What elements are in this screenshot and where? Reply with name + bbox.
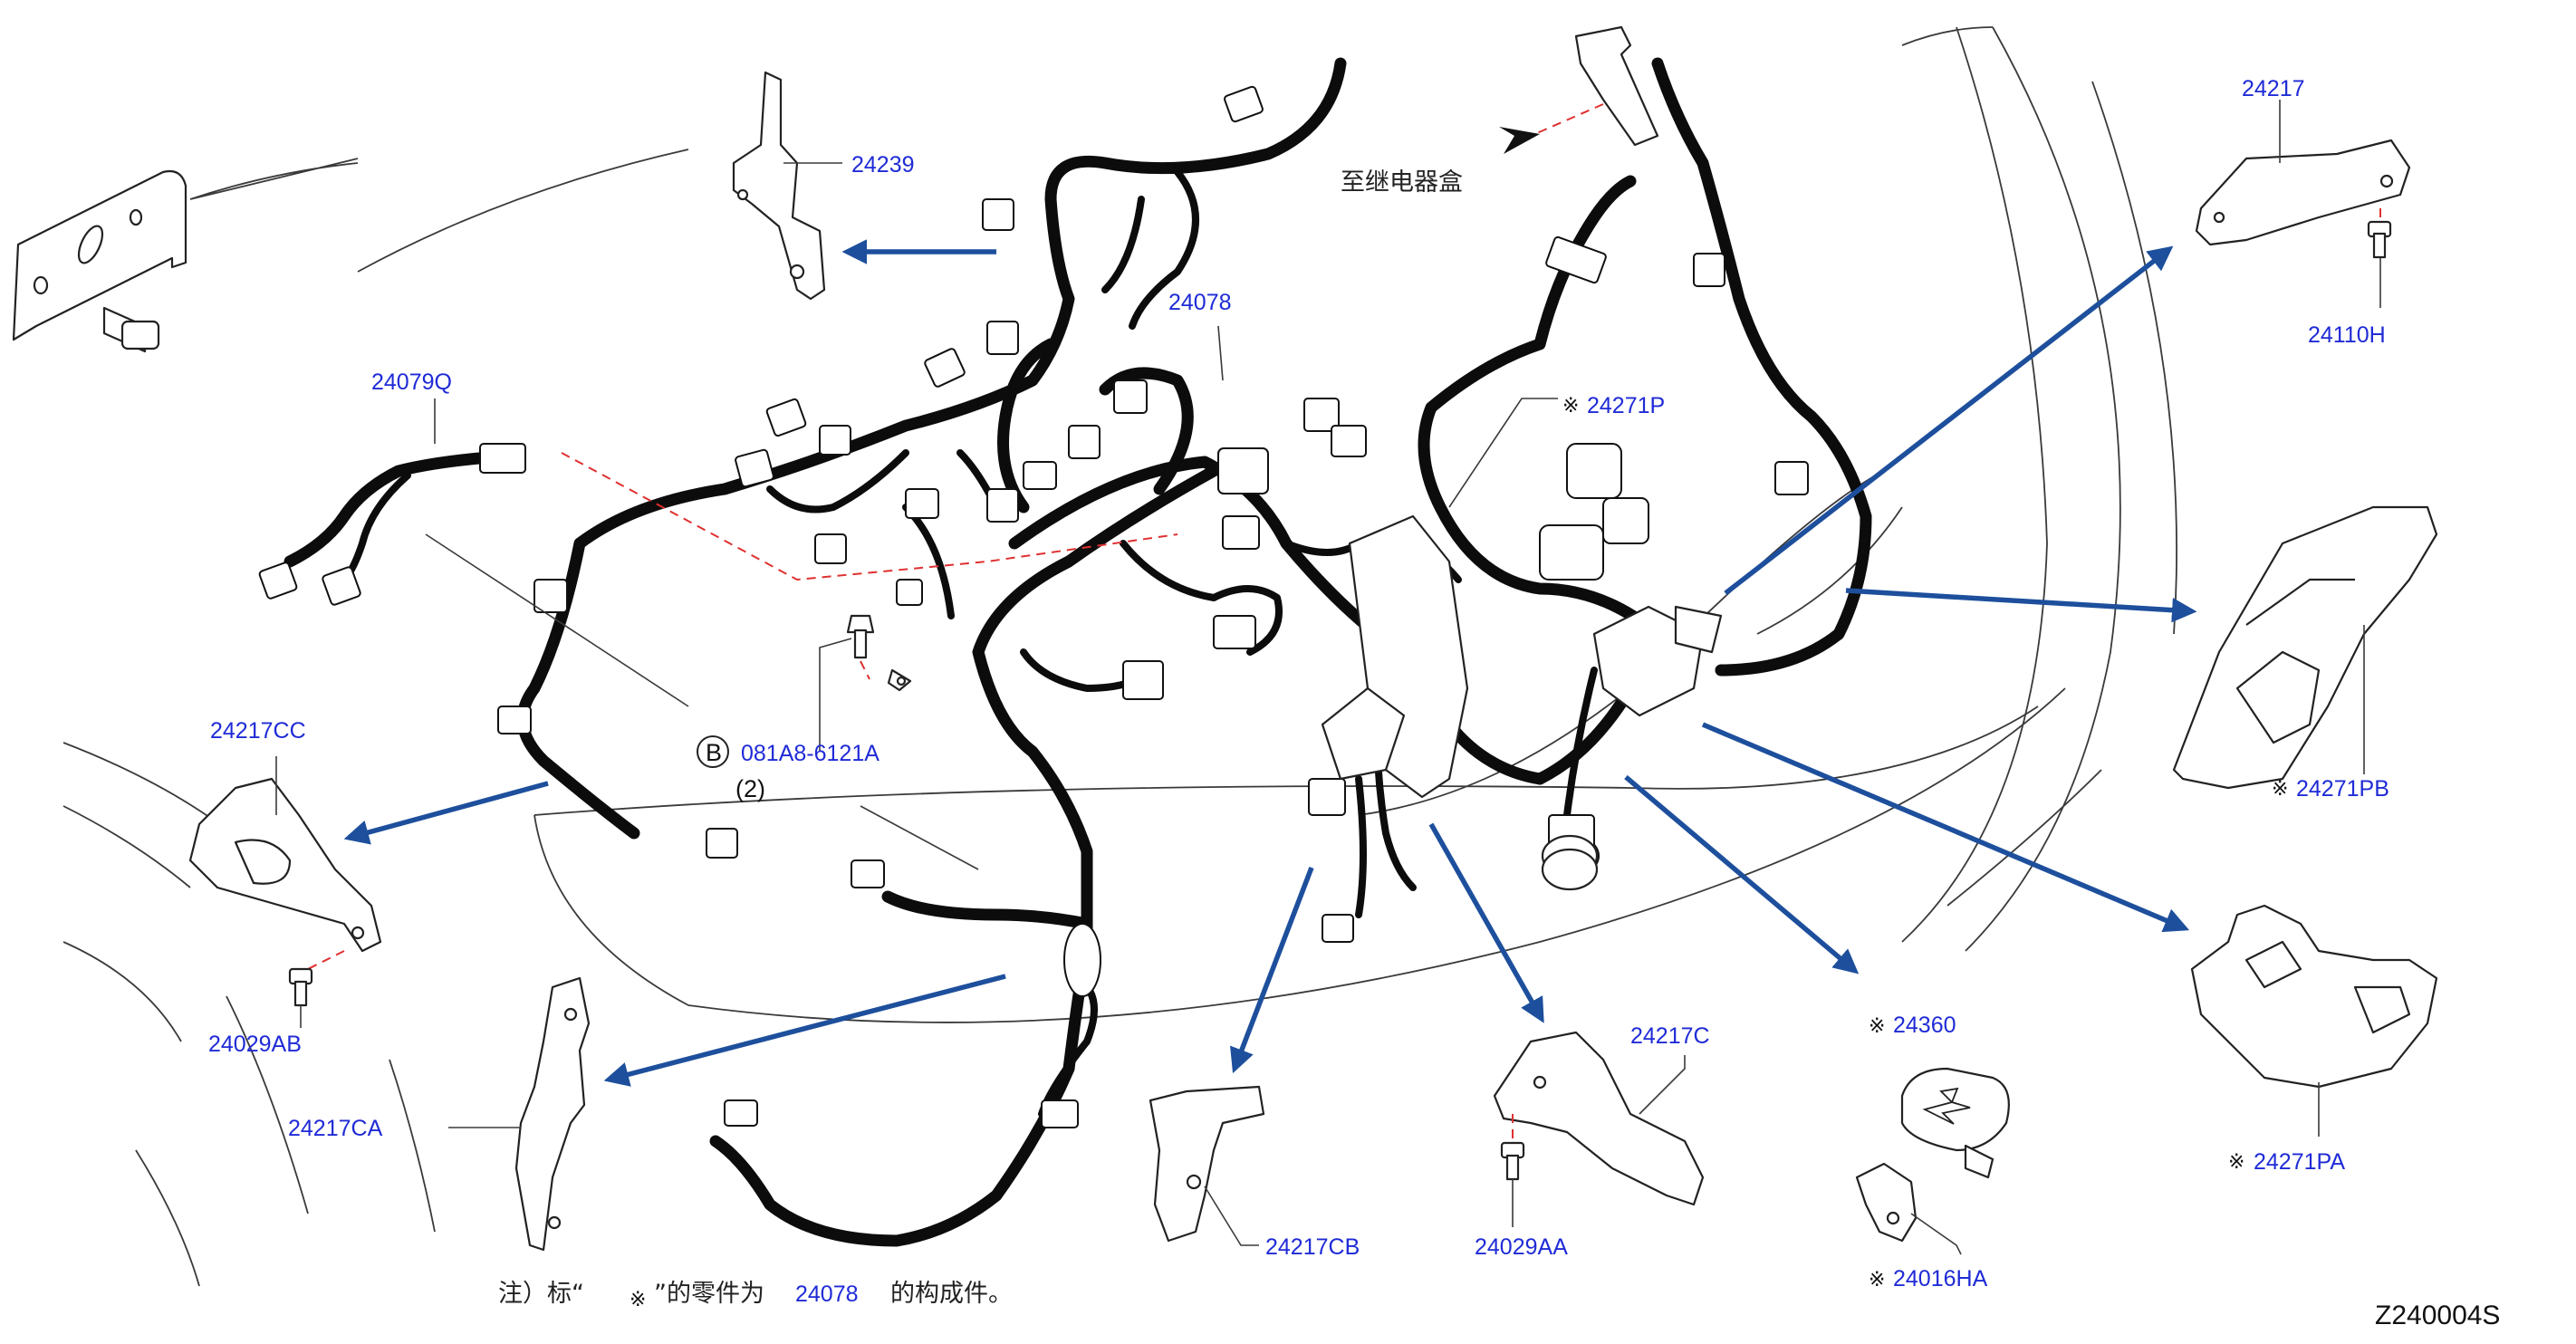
- marker-24271P: ※: [1562, 395, 1579, 418]
- arrow-to-24217: [1724, 245, 2174, 596]
- bracket-24217CC: [188, 777, 382, 1007]
- label-24271P: 24271P: [1587, 393, 1665, 418]
- bolt-081A8: [846, 614, 912, 692]
- label-24217CC: 24217CC: [210, 718, 306, 744]
- bracket-24217C: [1493, 1031, 1705, 1206]
- main-harness-24078: [516, 57, 1872, 1247]
- arrow-to-24360: [1624, 774, 1860, 974]
- note-middle: ”的零件为: [654, 1280, 764, 1308]
- junction-block-24271P: [1321, 514, 1723, 799]
- clip-24016HA: [1855, 1162, 1918, 1243]
- bracket-24239: [732, 71, 826, 301]
- figure-id: Z240004S: [2375, 1301, 2500, 1330]
- bracket-24217CB: [1149, 1085, 1265, 1243]
- arrow-to-24271PA: [1701, 722, 2190, 933]
- label-24217CB: 24217CB: [1265, 1234, 1360, 1260]
- vehicle-body-outline: [62, 26, 2177, 1287]
- label-24110H: 24110H: [2308, 322, 2386, 348]
- note-marker: ※: [630, 1289, 646, 1311]
- label-24271PA: 24271PA: [2254, 1149, 2345, 1175]
- label-24029AB: 24029AB: [208, 1032, 302, 1057]
- sub-harness-24079Q: [258, 443, 1178, 606]
- relay-box-text: 至继电器盒: [1341, 168, 1463, 197]
- label-24016HA: 24016HA: [1893, 1266, 1988, 1291]
- marker-24360: ※: [1869, 1015, 1885, 1038]
- marker-24271PA: ※: [2228, 1151, 2244, 1174]
- arrow-to-24271PB: [1845, 588, 2197, 623]
- relay-direction-arrow: [1499, 127, 1540, 154]
- label-24271PB: 24271PB: [2296, 776, 2389, 802]
- callout-B-circle: [697, 735, 729, 768]
- arrow-to-24217CA: [603, 974, 1006, 1087]
- bracket-24217: [2195, 139, 2411, 259]
- label-24217C: 24217C: [1630, 1023, 1710, 1049]
- cover-24271PA: [2190, 904, 2438, 1089]
- label-24079Q: 24079Q: [371, 370, 452, 395]
- upper-left-bracket: [12, 169, 187, 353]
- label-24217: 24217: [2242, 76, 2305, 101]
- label-24078: 24078: [1168, 290, 1232, 315]
- label-24217CA: 24217CA: [288, 1116, 383, 1141]
- cover-24271PB: [2172, 505, 2438, 790]
- marker-24016HA: ※: [1869, 1269, 1885, 1291]
- arrow-to-24217CB: [1230, 867, 1314, 1074]
- label-24029AA: 24029AA: [1475, 1234, 1568, 1260]
- arrow-to-24217CC: [343, 781, 549, 845]
- arrow-to-24217C: [1428, 822, 1544, 1023]
- bracket-24217CA: [514, 976, 591, 1252]
- label-24360: 24360: [1893, 1013, 1956, 1038]
- note-ref: 24078: [795, 1282, 859, 1307]
- clip-24360: [1900, 1067, 2010, 1179]
- harness-connectors: [497, 85, 1809, 1128]
- note-suffix: 的构成件。: [890, 1280, 1013, 1308]
- label-081A8-6121A: 081A8-6121A: [741, 741, 879, 766]
- relay-box-plug: [1530, 25, 1659, 147]
- grommet: [1541, 834, 1599, 891]
- label-24239: 24239: [851, 152, 915, 178]
- callout-B-letter: B: [706, 739, 722, 766]
- note-prefix: 注）标“: [498, 1280, 584, 1308]
- label-081A8-qty: (2): [735, 775, 765, 802]
- marker-24271PB: ※: [2272, 778, 2288, 801]
